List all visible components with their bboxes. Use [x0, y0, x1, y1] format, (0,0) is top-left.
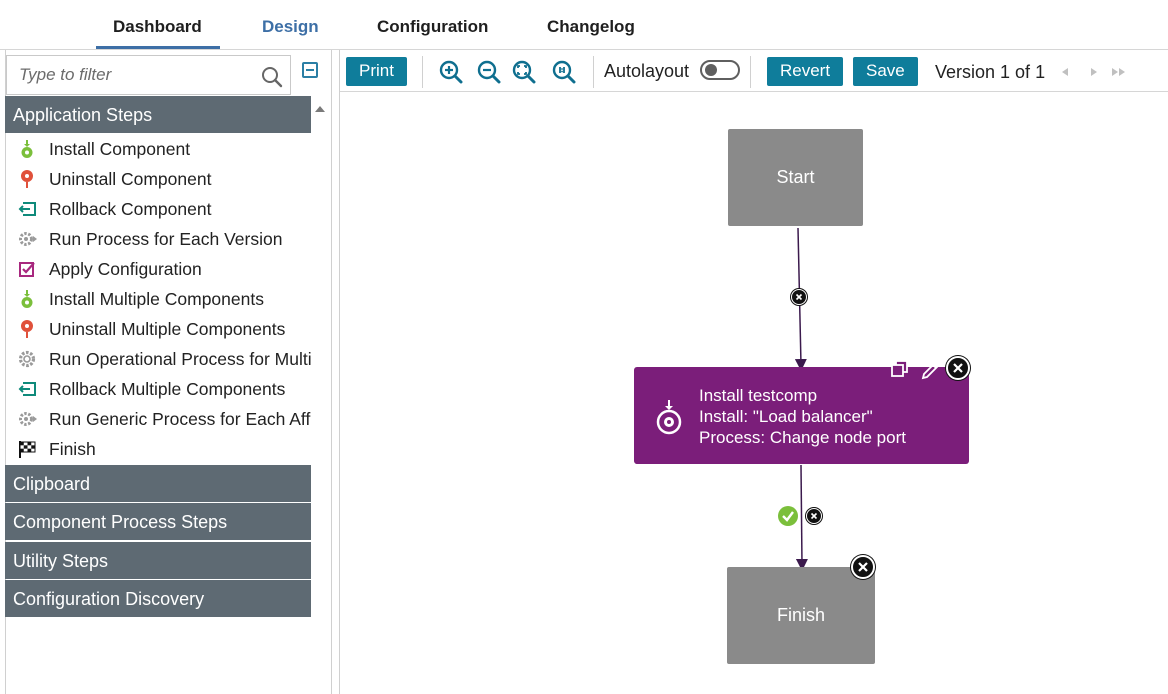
step-label: Rollback Multiple Components	[49, 379, 286, 399]
step-process: Process: Change node port	[699, 428, 906, 447]
finish-node[interactable]: Finish	[727, 567, 875, 664]
list-item[interactable]: Install Multiple Components	[5, 284, 311, 314]
section-utility-steps[interactable]: Utility Steps	[5, 542, 311, 579]
filter-box	[6, 55, 291, 95]
copy-icon[interactable]	[890, 359, 910, 379]
uninstall-icon	[21, 320, 33, 338]
scroll-up-arrow-icon[interactable]	[315, 106, 325, 112]
designer-toolbar: Print Autol	[340, 50, 1168, 92]
section-configuration-discovery[interactable]: Configuration Discovery	[5, 580, 311, 617]
step-component: Install: "Load balancer"	[699, 407, 873, 426]
list-item[interactable]: Apply Configuration	[5, 254, 311, 284]
tab-changelog[interactable]: Changelog	[547, 17, 635, 36]
zoom-in-icon[interactable]	[439, 60, 463, 84]
rollback-icon	[18, 202, 36, 216]
list-item[interactable]: Uninstall Component	[5, 164, 311, 194]
step-palette-sidebar: Application Steps Install Component Unin…	[5, 50, 332, 694]
toggle-knob	[705, 64, 717, 76]
checkered-flag-icon	[19, 441, 36, 458]
step-label: Rollback Component	[49, 199, 212, 219]
uninstall-icon	[21, 170, 33, 188]
list-item[interactable]: Rollback Multiple Components	[5, 374, 311, 404]
revert-button[interactable]: Revert	[767, 57, 844, 86]
list-item[interactable]: Uninstall Multiple Components	[5, 314, 311, 344]
install-icon	[656, 400, 682, 435]
tab-dashboard[interactable]: Dashboard	[113, 17, 202, 36]
zoom-actual-size-icon[interactable]	[552, 60, 576, 84]
step-label: Run Operational Process for Multi	[49, 349, 311, 369]
gear-icon	[19, 232, 37, 246]
process-designer-canvas: Print Autol	[339, 50, 1168, 694]
list-item[interactable]: Run Generic Process for Each Affe	[5, 404, 311, 434]
toolbar-divider	[750, 56, 751, 88]
gear-icon	[18, 350, 36, 368]
remove-connection-icon[interactable]	[791, 289, 807, 305]
section-component-process-steps[interactable]: Component Process Steps	[5, 503, 311, 540]
step-label: Install Component	[49, 139, 191, 159]
save-button[interactable]: Save	[853, 57, 918, 86]
version-indicator: Version 1 of 1	[935, 62, 1046, 82]
delete-finish-icon[interactable]	[851, 555, 875, 579]
zoom-fit-icon[interactable]	[512, 60, 536, 84]
section-application-steps[interactable]: Application Steps	[5, 96, 311, 133]
delete-step-icon[interactable]	[946, 356, 970, 380]
zoom-out-icon[interactable]	[477, 60, 501, 84]
print-button[interactable]: Print	[346, 57, 407, 86]
list-item[interactable]: Run Process for Each Version	[5, 224, 311, 254]
success-condition-icon[interactable]	[778, 506, 798, 526]
list-item[interactable]: Rollback Component	[5, 194, 311, 224]
step-label: Uninstall Component	[49, 169, 212, 189]
next-version-icon[interactable]	[1089, 67, 1099, 77]
start-node[interactable]: Start	[728, 129, 863, 226]
list-item[interactable]: Install Component	[5, 134, 311, 164]
search-icon[interactable]	[260, 65, 284, 89]
step-title: Install testcomp	[699, 386, 818, 405]
section-clipboard[interactable]: Clipboard	[5, 465, 311, 502]
list-item[interactable]: Run Operational Process for Multi	[5, 344, 311, 374]
last-version-icon[interactable]	[1111, 67, 1127, 77]
previous-version-icon[interactable]	[1060, 67, 1070, 77]
tab-design[interactable]: Design	[262, 17, 319, 36]
step-label: Run Generic Process for Each Affe	[49, 409, 311, 429]
step-label: Run Process for Each Version	[49, 229, 283, 249]
sidebar-border	[5, 50, 6, 694]
gear-icon	[19, 412, 37, 426]
application-steps-list: Install Component Uninstall Component Ro…	[5, 134, 311, 464]
install-icon	[21, 290, 33, 308]
step-label: Apply Configuration	[49, 259, 202, 279]
toolbar-divider	[593, 56, 594, 88]
checkbox-icon	[19, 262, 35, 277]
edit-pencil-icon[interactable]	[920, 358, 942, 380]
step-label: Install Multiple Components	[49, 289, 264, 309]
remove-connection-icon[interactable]	[806, 508, 822, 524]
list-item[interactable]: Finish	[5, 434, 311, 464]
install-icon	[21, 140, 33, 158]
active-tab-underline	[96, 46, 220, 49]
toolbar-divider	[422, 56, 423, 88]
collapse-all-icon[interactable]	[302, 62, 318, 78]
filter-input[interactable]	[19, 64, 249, 86]
step-label: Uninstall Multiple Components	[49, 319, 286, 339]
step-label: Finish	[49, 439, 96, 459]
rollback-icon	[18, 382, 36, 396]
tab-configuration[interactable]: Configuration	[377, 17, 489, 36]
install-step-node[interactable]: Install testcomp Install: "Load balancer…	[634, 367, 969, 464]
autolayout-label: Autolayout	[604, 61, 690, 81]
top-tab-bar: Dashboard Design Configuration Changelog	[0, 0, 1168, 50]
autolayout-toggle[interactable]	[700, 60, 740, 80]
